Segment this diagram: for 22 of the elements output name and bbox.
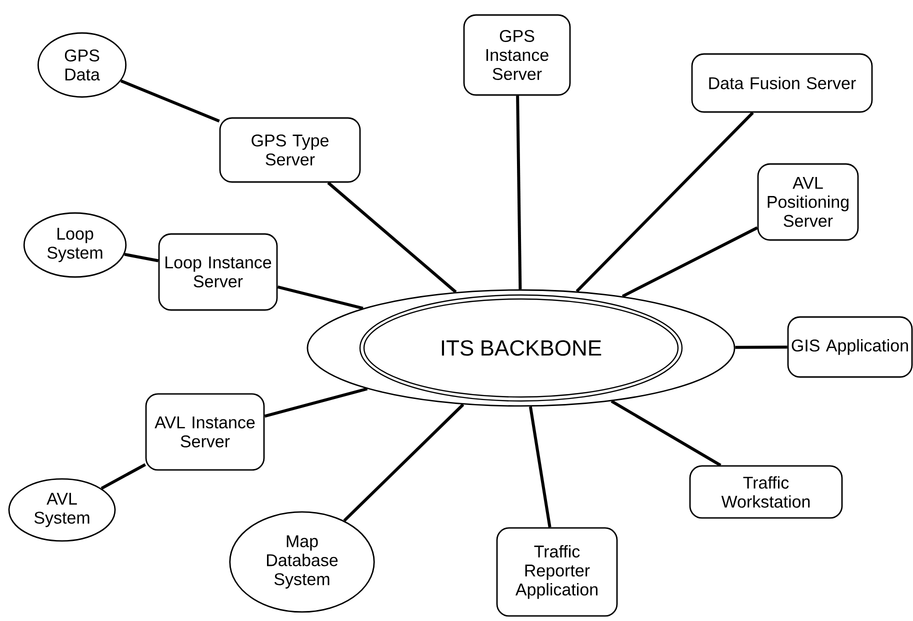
- server-box: Traffic Workstation: [689, 465, 843, 519]
- connector-line: [100, 463, 146, 490]
- connector-line: [735, 346, 788, 349]
- connector-line: [120, 80, 220, 122]
- connector-line: [516, 96, 522, 290]
- connector-line: [277, 286, 364, 310]
- server-box: AVL Instance Server: [145, 393, 265, 471]
- server-box: Data Fusion Server: [691, 53, 873, 113]
- server-box: AVL Positioning Server: [757, 163, 859, 241]
- server-box: GPS Instance Server: [463, 14, 571, 96]
- server-box: GPS Type Server: [219, 117, 361, 183]
- server-box: Traffic Reporter Application: [496, 527, 618, 617]
- connector-line: [576, 112, 754, 292]
- connector-line: [610, 400, 722, 467]
- server-box: GIS Application: [787, 316, 913, 378]
- connector-line: [343, 403, 464, 522]
- connector-line: [327, 182, 457, 294]
- connector-line: [622, 226, 758, 298]
- connector-line: [264, 387, 368, 418]
- connector-line: [124, 252, 159, 262]
- connector-line: [528, 406, 552, 528]
- server-box: Loop Instance Server: [158, 233, 278, 311]
